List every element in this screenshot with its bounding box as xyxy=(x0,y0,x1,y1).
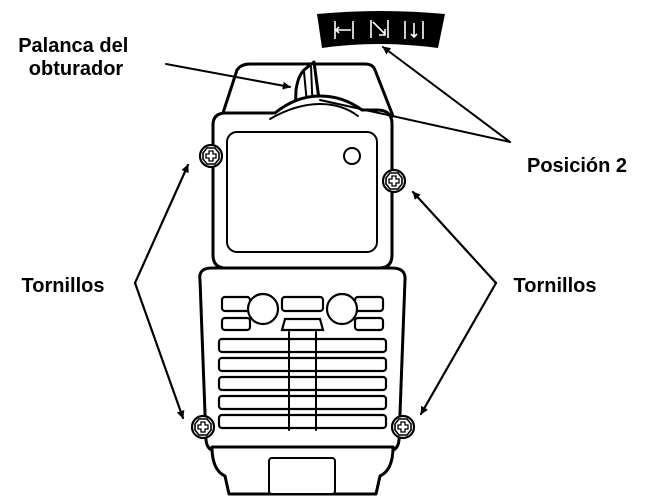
shutter-position-2-icon xyxy=(370,20,389,38)
pointer-position-2-lever xyxy=(319,99,511,143)
bottom-latch xyxy=(268,457,336,495)
shutter-closed-icon xyxy=(404,21,424,39)
lens-window xyxy=(226,131,378,253)
arrow-screw-top-left xyxy=(133,163,190,285)
pointer-shutter-lever xyxy=(165,63,291,90)
grille xyxy=(217,292,388,431)
indicator-circle xyxy=(343,147,361,165)
screw-top-left xyxy=(198,143,224,169)
arrow-screw-bottom-right xyxy=(419,281,498,416)
shutter-position-dial xyxy=(317,11,445,48)
screw-bottom-right xyxy=(390,414,416,440)
screws-right-label: Tornillos xyxy=(514,275,597,297)
shutter-lever-label: Palanca del obturador xyxy=(18,35,134,80)
arrow-screw-top-right xyxy=(411,190,498,285)
screw-bottom-left xyxy=(190,414,216,440)
shutter-open-icon xyxy=(334,21,354,39)
shutter-lever-label-line2: obturador xyxy=(29,58,124,80)
arrow-screw-bottom-left xyxy=(133,281,185,420)
pointer-position-2 xyxy=(382,46,511,143)
shutter-lever-label-line1: Palanca del xyxy=(18,35,128,57)
screws-left-label: Tornillos xyxy=(22,275,105,297)
position-2-label: Posición 2 xyxy=(527,155,627,177)
screw-top-right xyxy=(381,168,407,194)
